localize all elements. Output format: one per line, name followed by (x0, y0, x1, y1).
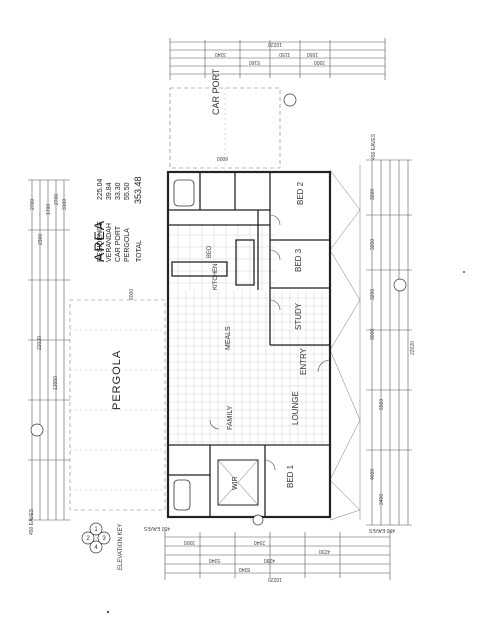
door-swings (209, 214, 331, 471)
dim-top-5: 1550 (306, 51, 318, 57)
dim-top-2: 3300 (313, 59, 325, 65)
room-label-bed: BED (207, 245, 213, 258)
room-label-wir: WIR (232, 476, 239, 490)
dim-left-overall: 22020 (37, 336, 43, 350)
area-row-verandah-label: VERANDAH (106, 223, 113, 262)
room-label-lounge: LOUNGE (291, 391, 300, 425)
dim-bottom-5: 5340 (208, 557, 220, 563)
bottom-dimension-lines (164, 530, 391, 580)
scan-speck-2 (463, 271, 465, 273)
dim-top-1: 3340 (214, 51, 226, 57)
area-row-pergola-value: 55.50 (124, 182, 131, 200)
room-label-bed1: BED 1 (286, 464, 295, 488)
dim-bottom-2: 2940 (253, 539, 265, 545)
ensuite-bath-fixture (173, 479, 191, 511)
room-label-bed3: BED 3 (294, 248, 303, 272)
room-label-carport: CAR PORT (211, 68, 221, 115)
dim-bottom-4: 4230 (318, 548, 330, 554)
dim-left-3: 2300 (38, 233, 44, 245)
pergola-dim-6000: 6000 (129, 288, 135, 300)
eaves-label-bottom-left: 450 EAVES (29, 508, 35, 535)
elevation-key-num-3: 3 (102, 536, 106, 542)
dim-right-2: 3200 (370, 238, 376, 250)
room-label-entry: ENTRY (299, 348, 308, 375)
dim-left-4: 2700 (54, 193, 60, 205)
area-row-residence-value: 225.04 (97, 178, 104, 200)
grid-markers (30, 93, 407, 526)
dim-bottom-3: 4280 (263, 557, 275, 563)
dim-right-5: 6560 (379, 398, 385, 410)
area-row-residence-label: RESIDENCE (97, 221, 104, 262)
elevation-key-num-1: 1 (94, 527, 98, 533)
bath-fixture (173, 179, 195, 207)
elevation-key-num-2: 2 (86, 536, 90, 542)
dim-right-7: 3400 (379, 493, 385, 505)
room-label-study: STUDY (294, 302, 303, 330)
dim-left-1: 2700 (30, 198, 36, 210)
pergola-dim-13550: 13550 (53, 376, 59, 390)
pergola-outline (69, 299, 166, 511)
area-row-pergola-label: PERGOLA (124, 228, 131, 262)
room-label-bed2: BED 2 (296, 181, 305, 205)
area-row-verandah-value: 39.84 (106, 182, 113, 200)
elevation-key-symbol (81, 522, 111, 554)
carport-dim-6000: 6000 (216, 155, 228, 161)
dim-right-1: 3200 (370, 188, 376, 200)
dim-right-4: 3000 (370, 328, 376, 340)
eaves-label-top-right: 450 EAVES (371, 133, 377, 160)
dim-right-overall: 22020 (410, 341, 416, 355)
dim-right-3: 3200 (370, 288, 376, 300)
carport-outline (169, 87, 281, 169)
dim-top-overall: 10220 (268, 41, 282, 47)
interior-walls (168, 172, 330, 517)
scan-speck (106, 610, 110, 614)
right-dimension-lines (366, 159, 412, 526)
dim-left-2: 1700 (46, 203, 52, 215)
top-dimension-lines (169, 38, 386, 80)
elevation-key-num-4: 4 (94, 545, 98, 551)
dim-bottom-overall: 10220 (268, 576, 282, 582)
area-row-total-value: 353.48 (133, 176, 143, 204)
area-row-carport-label: CAR PORT (115, 225, 122, 262)
left-dimension-lines (28, 179, 70, 521)
dim-bottom-6: 8340 (238, 566, 250, 572)
dim-left-5: 3100 (62, 198, 68, 210)
area-row-total-label: TOTAL (136, 240, 143, 262)
dim-top-4: 1150 (279, 51, 290, 57)
elevation-key-label: ELEVATION KEY (118, 523, 124, 570)
room-label-kitchen: KITCHEN (213, 263, 219, 290)
verandah-lines (329, 165, 361, 521)
room-label-family: FAMILY (227, 405, 234, 430)
dim-bottom-1: 3300 (183, 539, 195, 545)
dim-top-3: 5160 (248, 59, 260, 65)
eaves-label-bottom-right: 450 EAVES (368, 527, 395, 533)
area-row-carport-value: 33.30 (115, 182, 122, 200)
tiled-floor-grid (170, 225, 328, 445)
room-label-pergola: PERGOLA (111, 349, 123, 410)
eaves-label-top-left: 450 EAVES (143, 525, 170, 531)
dim-right-6: 4000 (370, 468, 376, 480)
room-label-meals: MEALS (225, 326, 232, 350)
